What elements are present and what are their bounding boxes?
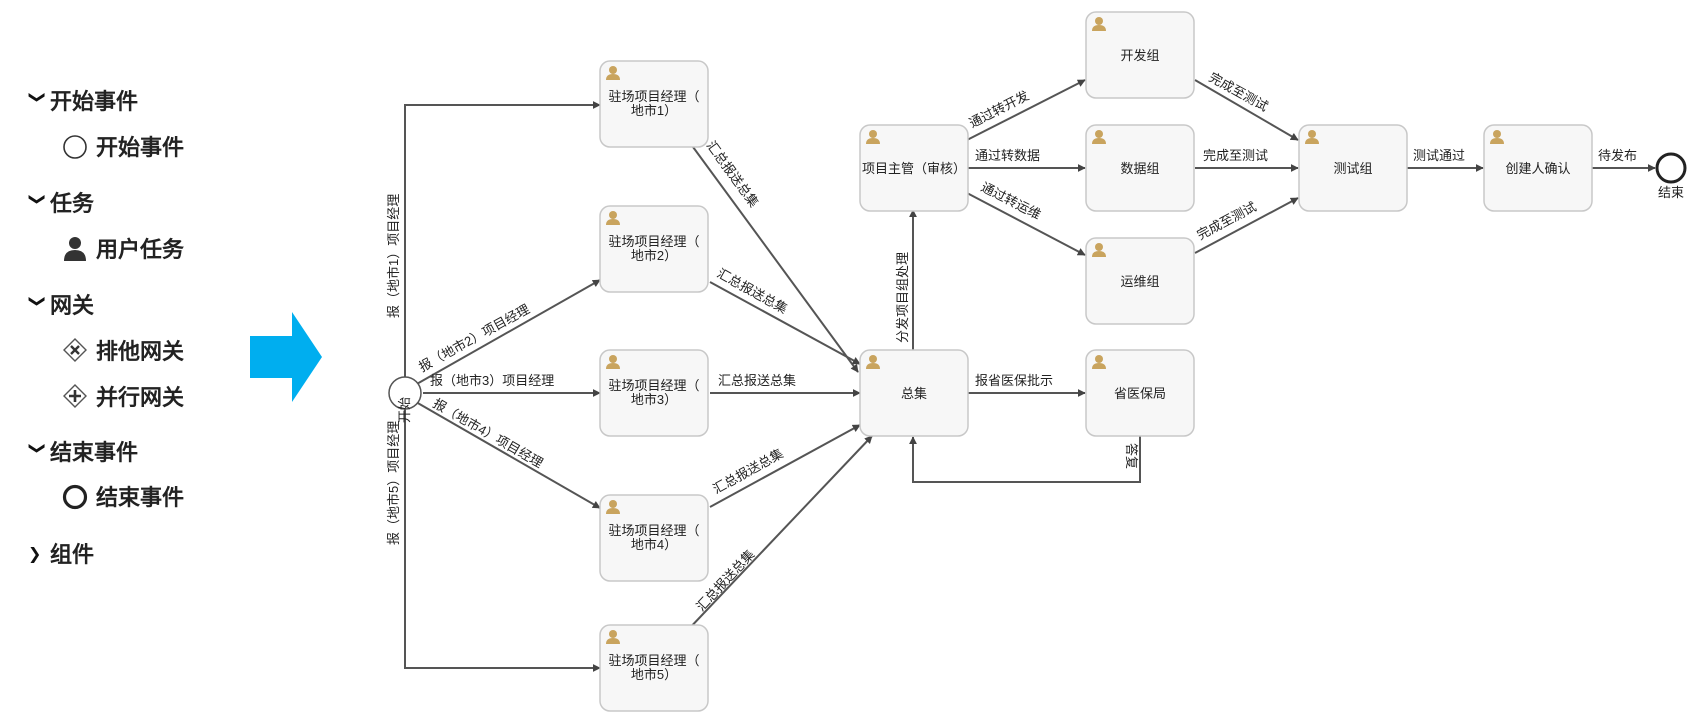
task-label: 省医保局 [1114, 386, 1166, 401]
task-label: 数据组 [1120, 161, 1159, 176]
category-label: 结束事件 [50, 441, 139, 466]
flow-label: 完成至测试 [1203, 148, 1268, 163]
start-event[interactable]: 开始 [388, 376, 422, 423]
flow-label: 分发项目组处理 [895, 252, 910, 343]
chevron-right-icon: ❯ [28, 543, 42, 563]
task-data[interactable]: 数据组 [1085, 124, 1195, 212]
flow-label: 测试通过 [1413, 148, 1465, 163]
flow-label: 报（地市3）项目经理 [430, 373, 554, 388]
flow-dev-test[interactable] [1194, 79, 1299, 141]
task-label: 地市1） [631, 103, 677, 118]
exclusive-gateway-icon [63, 338, 87, 362]
flow-label: 待发布 [1598, 148, 1637, 163]
flow-label: 报（地市1）项目经理 [386, 194, 401, 318]
task-label: 测试组 [1333, 161, 1372, 176]
flow-label: 答复 [1124, 443, 1139, 469]
palette-item-label: 并行网关 [96, 386, 185, 411]
task-city1[interactable]: 驻场项目经理（ 地市1） [599, 60, 709, 148]
task-label: 地市5） [631, 667, 677, 682]
start-event-label: 开始 [397, 397, 412, 423]
task-test[interactable]: 测试组 [1298, 124, 1408, 212]
flow-start-city2[interactable] [414, 279, 601, 386]
end-event-icon [62, 484, 88, 510]
task-label: 项目主管（审核） [862, 161, 966, 176]
task-manager[interactable]: 项目主管（审核） [859, 124, 969, 212]
parallel-gateway-icon [63, 384, 87, 408]
flow-label: 报（地市2）项目经理 [416, 301, 532, 374]
category-label: 开始事件 [50, 90, 139, 115]
flow-label: 报（地市4）项目经理 [431, 396, 546, 471]
component-palette: ❯ 开始事件 开始事件 ❯ 任务 用户任务 ❯ 网关 排他网关 并行网关 [0, 0, 230, 721]
start-event-icon [63, 135, 87, 159]
end-event-label: 结束 [1658, 185, 1684, 200]
task-label: 总集 [901, 386, 927, 401]
category-gateways[interactable]: ❯ 网关 [28, 288, 95, 320]
category-start-events[interactable]: ❯ 开始事件 [28, 84, 139, 116]
category-label: 网关 [50, 294, 95, 319]
palette-item-user-task[interactable]: 用户任务 [60, 232, 184, 264]
task-medical[interactable]: 省医保局 [1085, 349, 1195, 437]
category-end-events[interactable]: ❯ 结束事件 [28, 435, 139, 467]
palette-item-label: 排他网关 [96, 340, 185, 365]
task-label: 开发组 [1120, 48, 1159, 63]
category-components[interactable]: ❯ 组件 [28, 537, 94, 569]
task-label: 地市4） [631, 537, 677, 552]
flow-city4-zongji[interactable] [709, 424, 861, 508]
palette-item-exclusive-gateway[interactable]: 排他网关 [60, 334, 184, 366]
flow-manager-dev[interactable] [966, 79, 1086, 141]
blue-arrow-icon [250, 312, 322, 402]
task-ops[interactable]: 运维组 [1085, 237, 1195, 325]
palette-item-start-event[interactable]: 开始事件 [60, 130, 184, 162]
task-label: 驻场项目经理（ [608, 378, 699, 393]
flow-label: 通过转数据 [975, 148, 1040, 163]
palette-item-parallel-gateway[interactable]: 并行网关 [60, 380, 184, 412]
task-dev[interactable]: 开发组 [1085, 11, 1195, 99]
palette-item-label: 用户任务 [96, 238, 185, 263]
flow-medical-zongji[interactable] [909, 436, 1141, 483]
flow-label: 报省医保批示 [975, 373, 1053, 388]
flow-start-city1[interactable] [404, 101, 601, 378]
category-label: 任务 [50, 192, 95, 217]
flow-ops-test[interactable] [1194, 197, 1299, 254]
flow-label: 报（地市5）项目经理 [386, 421, 401, 545]
flow-start-city5[interactable] [404, 409, 601, 672]
flow-city5-zongji[interactable] [684, 435, 873, 634]
task-label: 创建人确认 [1505, 161, 1570, 176]
task-label: 地市2） [631, 248, 677, 263]
palette-item-label: 开始事件 [96, 136, 185, 161]
palette-item-label: 结束事件 [96, 486, 185, 511]
task-zongji[interactable]: 总集 [859, 349, 969, 437]
flow-label: 汇总报送总集 [718, 373, 796, 388]
end-event[interactable]: 结束 [1655, 152, 1687, 200]
task-label: 地市3） [631, 392, 677, 407]
task-city3[interactable]: 驻场项目经理（ 地市3） [599, 349, 709, 437]
task-city4[interactable]: 驻场项目经理（ 地市4） [599, 494, 709, 582]
palette-item-end-event[interactable]: 结束事件 [60, 480, 184, 512]
flow-manager-ops[interactable] [966, 192, 1086, 256]
task-city5[interactable]: 驻场项目经理（ 地市5） [599, 624, 709, 712]
flow-city1-zongji[interactable] [692, 146, 859, 373]
task-city2[interactable]: 驻场项目经理（ 地市2） [599, 205, 709, 293]
flow-start-city4[interactable] [415, 401, 601, 509]
task-label: 驻场项目经理（ [608, 89, 699, 104]
task-creator[interactable]: 创建人确认 [1483, 124, 1593, 212]
task-label: 驻场项目经理（ [608, 653, 699, 668]
task-label: 运维组 [1120, 274, 1159, 289]
category-label: 组件 [50, 543, 95, 568]
task-label: 驻场项目经理（ [608, 234, 699, 249]
category-tasks[interactable]: ❯ 任务 [28, 186, 95, 218]
flow-city2-zongji[interactable] [709, 281, 861, 365]
user-icon [64, 237, 86, 261]
task-label: 驻场项目经理（ [608, 523, 699, 538]
